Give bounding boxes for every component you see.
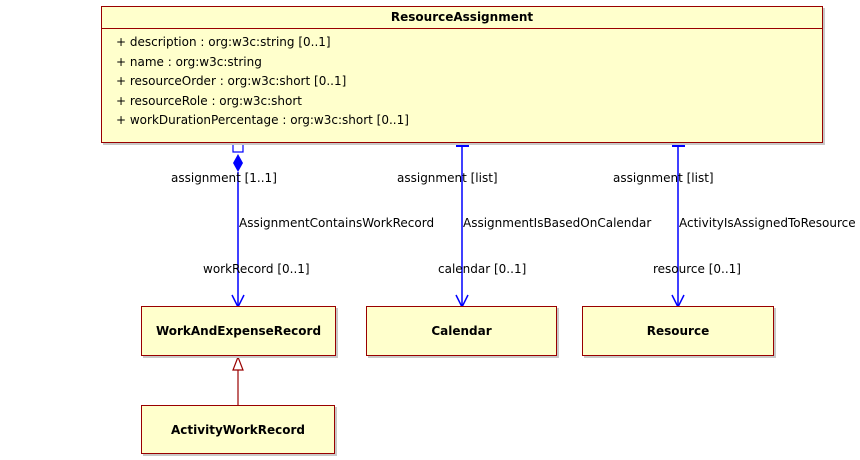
generalization-triangle-icon xyxy=(232,355,244,371)
activity-work-record-class[interactable]: ActivityWorkRecord xyxy=(141,405,335,454)
attribute-description: + description : org:w3c:string [0..1] xyxy=(116,35,331,49)
source-role-label: assignment [list] xyxy=(613,171,714,185)
association-name-label: AssignmentContainsWorkRecord xyxy=(239,216,435,230)
resource-class[interactable]: Resource xyxy=(582,306,774,356)
target-role-label: calendar [0..1] xyxy=(438,262,527,276)
source-end-marker xyxy=(672,143,685,147)
association-name-label: ActivityIsAssignedToResource xyxy=(679,216,856,230)
source-role-label: assignment [1..1] xyxy=(171,171,277,185)
attribute-name: + name : org:w3c:string xyxy=(116,54,262,69)
composition-diamond-marker xyxy=(233,154,243,172)
calendar-class[interactable]: Calendar xyxy=(366,306,557,356)
ownership-square-marker xyxy=(232,141,244,153)
attribute-work-duration-percentage: + workDurationPercentage : org:w3c:short… xyxy=(116,113,409,128)
class-name: ActivityWorkRecord xyxy=(171,422,305,437)
source-role-label: assignment [list] xyxy=(397,171,498,185)
resource-assignment-class[interactable]: ResourceAssignment + description : org:w… xyxy=(101,6,823,143)
class-name: ResourceAssignment xyxy=(390,10,534,24)
association-name-label: AssignmentIsBasedOnCalendar xyxy=(463,216,652,230)
work-and-expense-record-class[interactable]: WorkAndExpenseRecord xyxy=(141,306,336,356)
attribute-resource-order: + resourceOrder : org:w3c:short [0..1] xyxy=(116,74,347,89)
class-name: Calendar xyxy=(431,324,492,338)
target-role-label: resource [0..1] xyxy=(653,262,741,276)
target-role-label: workRecord [0..1] xyxy=(203,262,310,276)
class-name: WorkAndExpenseRecord xyxy=(155,324,322,338)
attribute-resource-role: + resourceRole : org:w3c:short xyxy=(116,93,302,108)
attribute-list: + description : org:w3c:string [0..1] + … xyxy=(102,28,822,131)
class-name: Resource xyxy=(646,324,710,338)
source-end-marker xyxy=(456,143,469,147)
